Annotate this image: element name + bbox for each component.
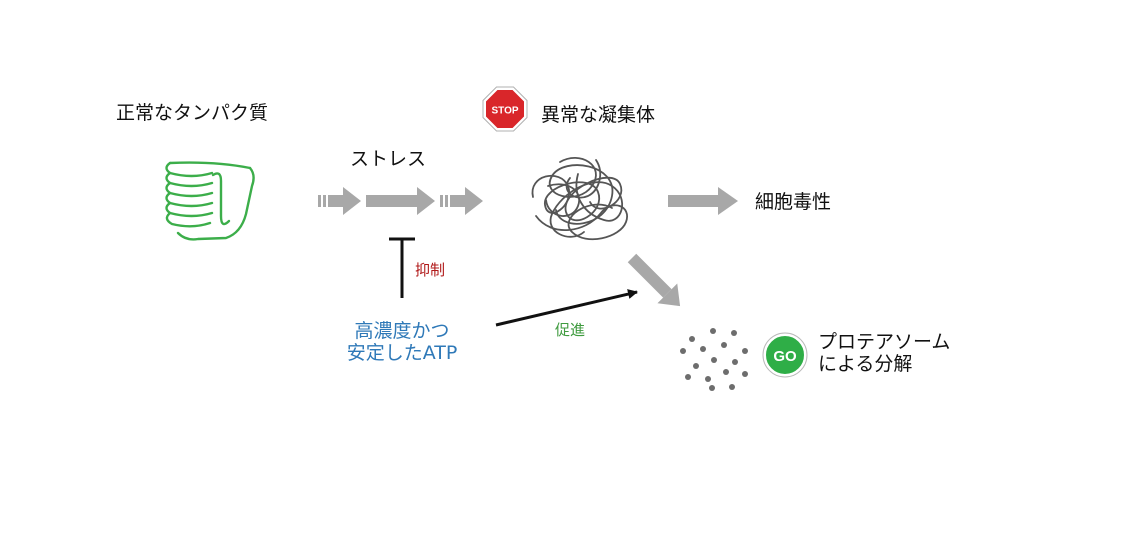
normal-protein-label: 正常なタンパク質 — [116, 102, 269, 124]
proteasome-label-line1: プロテアソーム — [818, 331, 951, 353]
promote-label: 促進 — [555, 321, 586, 339]
degraded-fragments-dots — [680, 328, 748, 391]
normal-protein-icon — [165, 161, 255, 241]
stress-label: ストレス — [350, 148, 427, 170]
cytotoxicity-label: 細胞毒性 — [755, 191, 832, 213]
stress-arrows — [318, 187, 483, 215]
atp-label-line2: 安定したATP — [346, 341, 458, 364]
stop-sign-icon: STOP — [482, 86, 528, 132]
atp-label: 高濃度かつ 安定したATP — [338, 320, 466, 365]
proteasome-label-line2: による分解 — [818, 352, 913, 375]
go-badge-icon: GO — [762, 332, 808, 378]
inhibit-label: 抑制 — [415, 261, 446, 279]
proteasome-label: プロテアソーム による分解 — [818, 331, 951, 376]
inhibition-bar — [389, 237, 415, 298]
stop-sign-label: STOP — [491, 106, 518, 117]
degradation-arrow — [627, 253, 681, 307]
stress-arrow-1 — [318, 187, 361, 215]
aggregate-tangle-icon — [531, 156, 628, 241]
promote-arrow — [495, 289, 638, 327]
abnormal-aggregate-label: 異常な凝集体 — [541, 104, 656, 126]
go-badge-label: GO — [773, 348, 797, 365]
stress-arrow-2 — [366, 187, 435, 215]
atp-label-line1: 高濃度かつ — [354, 320, 450, 342]
toxicity-arrow — [668, 187, 738, 215]
stress-arrow-3 — [440, 187, 483, 215]
